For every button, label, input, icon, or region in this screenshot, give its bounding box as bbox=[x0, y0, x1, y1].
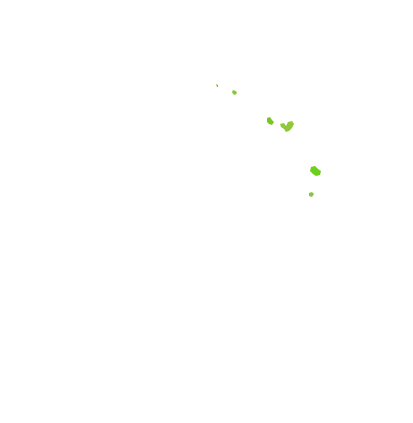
islet-2 bbox=[232, 90, 237, 95]
islet-1 bbox=[216, 84, 218, 87]
island-cluster-1 bbox=[267, 117, 274, 125]
island-large bbox=[310, 166, 321, 176]
island-cluster-2 bbox=[280, 121, 294, 132]
islet-3 bbox=[309, 192, 314, 197]
